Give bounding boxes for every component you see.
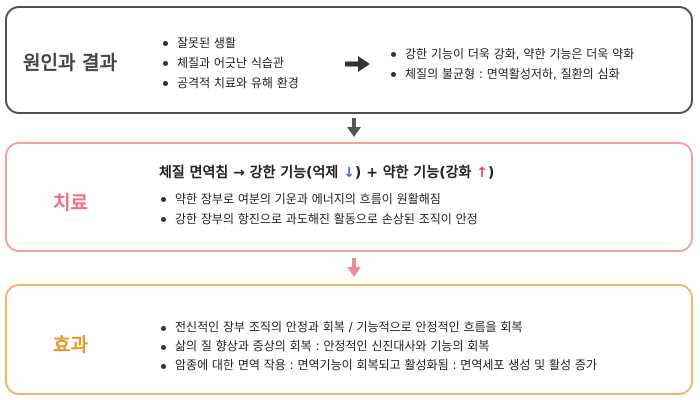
cause-item: 체질과 어긋난 식습관 <box>161 53 299 73</box>
cause-effect-panel: 원인과 결과 잘못된 생활 체질과 어긋난 식습관 공격적 치료와 유해 환경 … <box>5 6 693 114</box>
effect-item: 전신적인 장부 조직의 안정과 회복 / 기능적으로 안정적인 흐름을 회복 <box>159 318 597 337</box>
treatment-title: 체질 면역침 → 강한 기능(억제 ↓) + 약한 기능(강화 ↑) <box>159 162 494 182</box>
treatment-title-part: 체질 면역침 → 강한 기능(억제 <box>159 165 344 181</box>
treatment-item: 강한 장부의 항진으로 과도해진 활동으로 손상된 조직이 안정 <box>159 209 478 229</box>
treatment-panel: 치료 체질 면역침 → 강한 기능(억제 ↓) + 약한 기능(강화 ↑) 약한… <box>5 142 693 252</box>
treatment-list: 약한 장부로 여분의 기운과 에너지의 흐름이 원활해짐 강한 장부의 항진으로… <box>159 189 478 229</box>
treatment-title-part: ) + 약한 기능(강화 <box>354 165 477 181</box>
treatment-label: 치료 <box>53 192 88 214</box>
cause-item: 공격적 치료와 유해 환경 <box>161 73 299 93</box>
effect-panel: 효과 전신적인 장부 조직의 안정과 회복 / 기능적으로 안정적인 흐름을 회… <box>5 284 693 395</box>
treatment-item: 약한 장부로 여분의 기운과 에너지의 흐름이 원활해짐 <box>159 189 478 209</box>
effect-item: 삶의 질 향상과 증상의 회복 : 안정적인 신진대사와 기능의 회복 <box>159 337 597 356</box>
down-arrow-icon <box>347 258 361 277</box>
effect-item: 암종에 대한 면역 작용 : 면역기능이 회복되고 활성화됨 : 면역세포 생성… <box>159 356 597 375</box>
cause-item: 잘못된 생활 <box>161 33 299 53</box>
effect-result-item: 체질의 불균형 : 면역활성저하, 질환의 심화 <box>389 64 634 84</box>
down-arrow-glyph: ↓ <box>343 165 355 181</box>
causes-list: 잘못된 생활 체질과 어긋난 식습관 공격적 치료와 유해 환경 <box>161 33 299 93</box>
right-arrow-icon <box>345 56 370 72</box>
effects-list: 강한 기능이 더욱 강화, 약한 기능은 더욱 약화 체질의 불균형 : 면역활… <box>389 44 634 84</box>
effect-result-item: 강한 기능이 더욱 강화, 약한 기능은 더욱 약화 <box>389 44 634 64</box>
up-arrow-glyph: ↑ <box>476 165 488 181</box>
effect-label: 효과 <box>53 334 88 356</box>
treatment-title-part: ) <box>487 165 495 181</box>
down-arrow-icon <box>347 118 361 137</box>
cause-effect-label: 원인과 결과 <box>23 52 118 74</box>
effect-list: 전신적인 장부 조직의 안정과 회복 / 기능적으로 안정적인 흐름을 회복 삶… <box>159 318 597 375</box>
